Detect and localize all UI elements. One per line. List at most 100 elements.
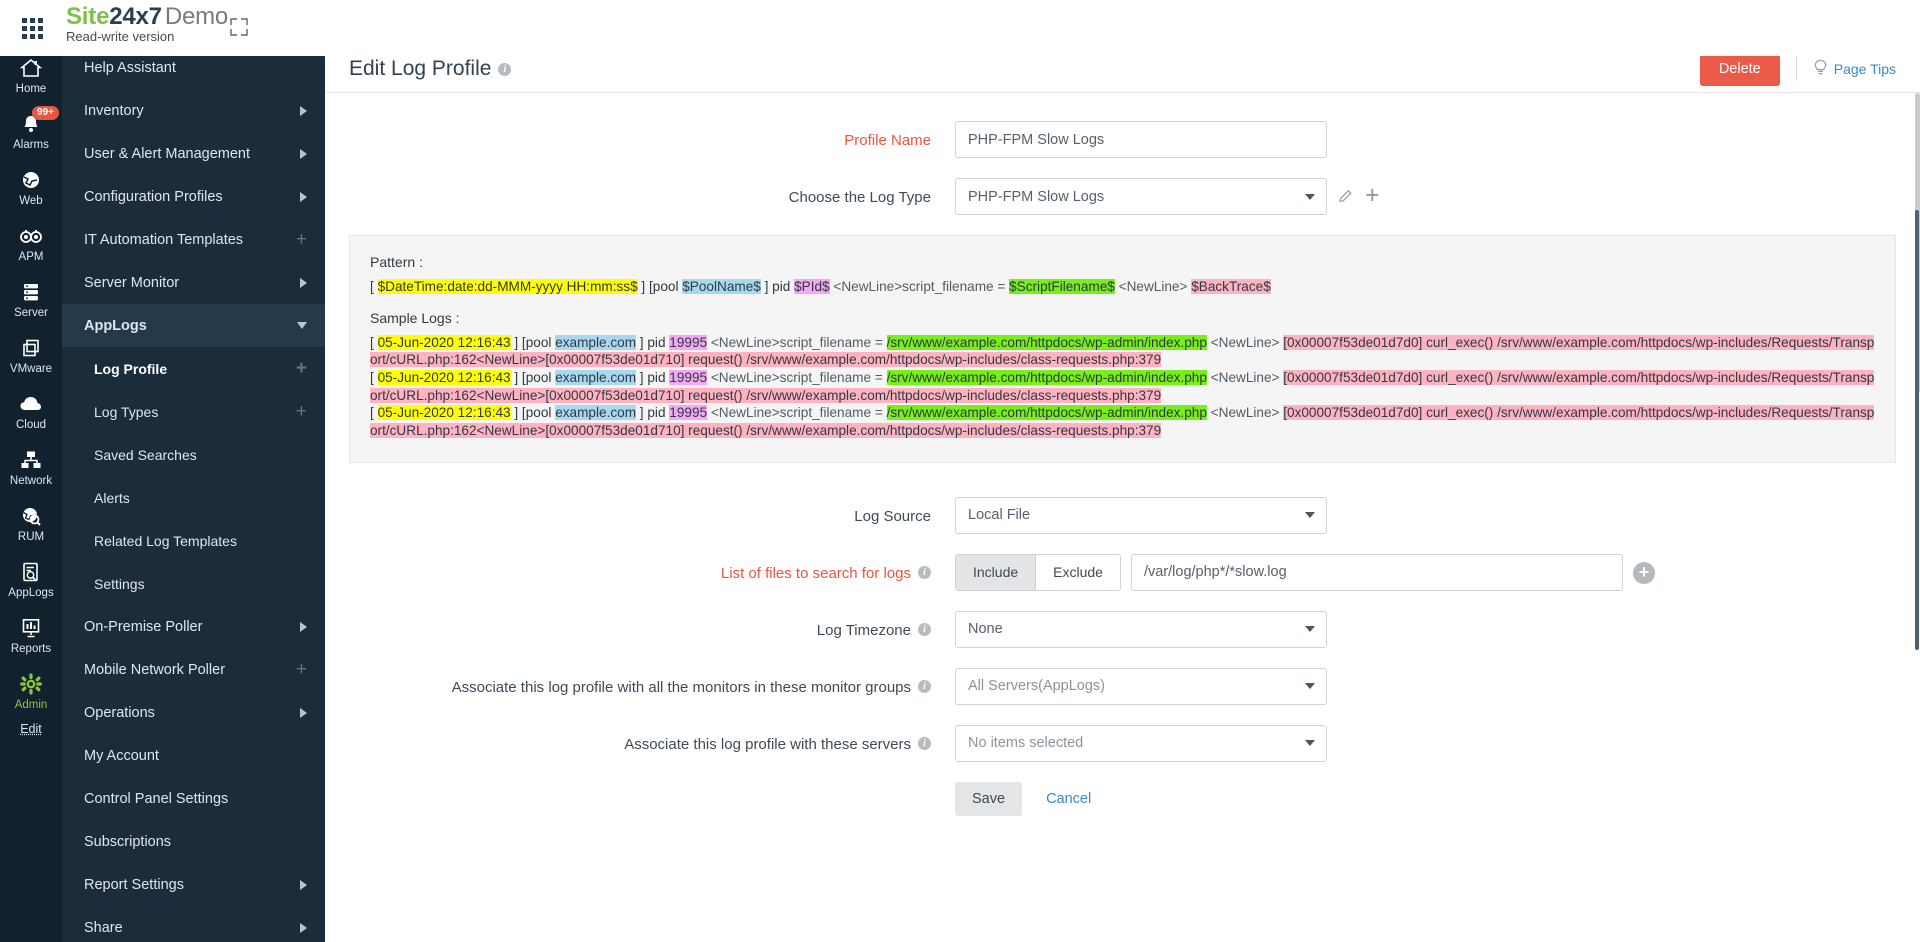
sidebar-item-applogs[interactable]: AppLogs	[62, 304, 325, 347]
file-path-input[interactable]	[1130, 553, 1623, 591]
log-token-none: <NewLine>script_filename =	[707, 334, 887, 350]
page-tips-link[interactable]: Page Tips	[1813, 59, 1896, 79]
timezone-label-text: Log Timezone	[816, 621, 911, 639]
reports-icon	[0, 615, 62, 641]
sidebar-item-inventory[interactable]: Inventory	[62, 89, 325, 132]
save-button[interactable]: Save	[955, 781, 1023, 816]
log-token-none: <NewLine>script_filename =	[829, 279, 1010, 294]
pencil-icon[interactable]	[1337, 187, 1355, 205]
info-icon[interactable]: i	[918, 565, 931, 579]
plus-icon[interactable]: +	[295, 400, 307, 422]
timezone-value: None	[968, 621, 1003, 638]
rail-item-cloud[interactable]: Cloud	[0, 382, 62, 438]
servers-label: Associate this log profile with these se…	[325, 725, 955, 755]
log-token-green: /srv/www/example.com/httpdocs/wp-admin/i…	[886, 370, 1207, 386]
pattern-panel: Pattern : [ $DateTime:date:dd-MMM-yyyy H…	[349, 235, 1896, 463]
network-icon	[0, 447, 62, 473]
rail-item-network[interactable]: Network	[0, 438, 62, 494]
log-token-yellow: 05-Jun-2020 12:16:43	[377, 405, 511, 421]
sidebar-item-share[interactable]: Share	[62, 906, 325, 942]
rail-item-web[interactable]: Web	[0, 158, 62, 214]
rail-item-vmware[interactable]: VMware	[0, 326, 62, 382]
sidebar-item-user-alert-management[interactable]: User & Alert Management	[62, 132, 325, 175]
expand-fullscreen-icon[interactable]	[228, 16, 250, 38]
log-type-select[interactable]: PHP-FPM Slow Logs	[955, 178, 1327, 215]
plus-icon[interactable]: +	[295, 658, 307, 680]
delete-button[interactable]: Delete	[1699, 52, 1780, 86]
rail-item-admin[interactable]: Admin	[0, 662, 62, 718]
plus-icon[interactable]: +	[295, 357, 307, 379]
sidebar-item-saved-searches[interactable]: Saved Searches	[62, 433, 325, 476]
sample-log-entry: [ 05-Jun-2020 12:16:43 ] [pool example.c…	[370, 404, 1875, 439]
log-source-select[interactable]: Local File	[955, 496, 1327, 534]
log-token-none: ] [pool	[510, 334, 556, 350]
servers-select[interactable]: No items selected	[955, 724, 1327, 762]
log-token-none: <NewLine>script_filename =	[707, 370, 887, 386]
sidebar-item-label: Mobile Network Poller	[84, 661, 226, 678]
timezone-select[interactable]: None	[955, 610, 1327, 648]
monitor-groups-select[interactable]: All Servers(AppLogs)	[955, 667, 1327, 705]
rail-item-applogs[interactable]: AppLogs	[0, 550, 62, 606]
plus-circle-icon[interactable]: +	[1632, 561, 1655, 584]
profile-name-label: Profile Name	[844, 132, 931, 149]
info-icon[interactable]: i	[498, 63, 512, 76]
sidebar-item-mobile-network-poller[interactable]: Mobile Network Poller +	[62, 648, 325, 691]
apps-grid-icon[interactable]	[12, 9, 52, 47]
cancel-link[interactable]: Cancel	[1046, 790, 1092, 807]
log-type-row: Choose the Log Type PHP-FPM Slow Logs +	[325, 178, 1920, 215]
chevron-down-icon	[1305, 683, 1315, 690]
log-token-red: $BackTrace$	[1191, 279, 1271, 294]
sidebar-item-label: My Account	[84, 747, 159, 764]
applogs-icon	[0, 559, 62, 585]
rail-item-reports[interactable]: Reports	[0, 606, 62, 662]
log-token-none: ] pid	[636, 405, 670, 421]
sidebar-item-configuration-profiles[interactable]: Configuration Profiles	[62, 175, 325, 218]
timezone-control: None	[955, 610, 1327, 648]
sidebar-item-alerts[interactable]: Alerts	[62, 476, 325, 519]
include-button[interactable]: Include	[956, 554, 1036, 590]
rail-item-label: Alarms	[13, 139, 49, 151]
rail-item-home[interactable]: Home	[0, 46, 62, 102]
info-icon[interactable]: i	[918, 622, 931, 636]
sidebar-item-label: Settings	[94, 575, 145, 592]
info-icon[interactable]: i	[918, 679, 931, 693]
log-token-none: ] pid	[636, 370, 670, 386]
plus-icon[interactable]: +	[295, 228, 307, 250]
log-token-yellow: 05-Jun-2020 12:16:43	[377, 334, 511, 350]
log-token-none: ] pid	[760, 279, 795, 294]
sidebar-item-label: Log Profile	[94, 360, 168, 377]
rail-item-rum[interactable]: RUM	[0, 494, 62, 550]
add-log-type-icon[interactable]: +	[1365, 181, 1380, 209]
sidebar-item-operations[interactable]: Operations	[62, 691, 325, 734]
info-icon[interactable]: i	[918, 736, 931, 750]
profile-name-input[interactable]	[955, 121, 1327, 158]
sidebar-item-log-types[interactable]: Log Types+	[62, 390, 325, 433]
sidebar-item-server-monitor[interactable]: Server Monitor	[62, 261, 325, 304]
rail-item-server[interactable]: Server	[0, 270, 62, 326]
globe-icon	[0, 167, 62, 193]
side-menu-scrollbar[interactable]	[1915, 210, 1919, 650]
log-token-yellow: 05-Jun-2020 12:16:43	[377, 370, 511, 386]
sidebar-item-report-settings[interactable]: Report Settings	[62, 863, 325, 906]
cloud-icon	[0, 391, 62, 417]
log-type-value: PHP-FPM Slow Logs	[968, 188, 1105, 205]
sidebar-item-control-panel-settings[interactable]: Control Panel Settings	[62, 777, 325, 820]
log-token-none: <NewLine>	[1114, 279, 1192, 294]
rail-item-alarms[interactable]: 99+Alarms	[0, 102, 62, 158]
rail-edit-link[interactable]: Edit	[20, 722, 42, 736]
sidebar-item-log-profile[interactable]: Log Profile +	[62, 347, 325, 390]
rail-item-label: Server	[14, 307, 48, 319]
sidebar-item-related-log-templates[interactable]: Related Log Templates	[62, 519, 325, 562]
exclude-button[interactable]: Exclude	[1035, 554, 1120, 590]
sidebar-item-help-assistant[interactable]: Help Assistant	[62, 46, 325, 89]
sidebar-item-it-automation-templates[interactable]: IT Automation Templates+	[62, 218, 325, 261]
rail-item-apm[interactable]: APM	[0, 214, 62, 270]
sidebar-item-on-premise-poller[interactable]: On-Premise Poller	[62, 605, 325, 648]
sidebar-item-subscriptions[interactable]: Subscriptions	[62, 820, 325, 863]
sidebar-item-label: Subscriptions	[84, 833, 172, 850]
rail-item-label: Reports	[10, 643, 52, 655]
sidebar-item-settings[interactable]: Settings	[62, 562, 325, 605]
sidebar-item-my-account[interactable]: My Account	[62, 734, 325, 777]
